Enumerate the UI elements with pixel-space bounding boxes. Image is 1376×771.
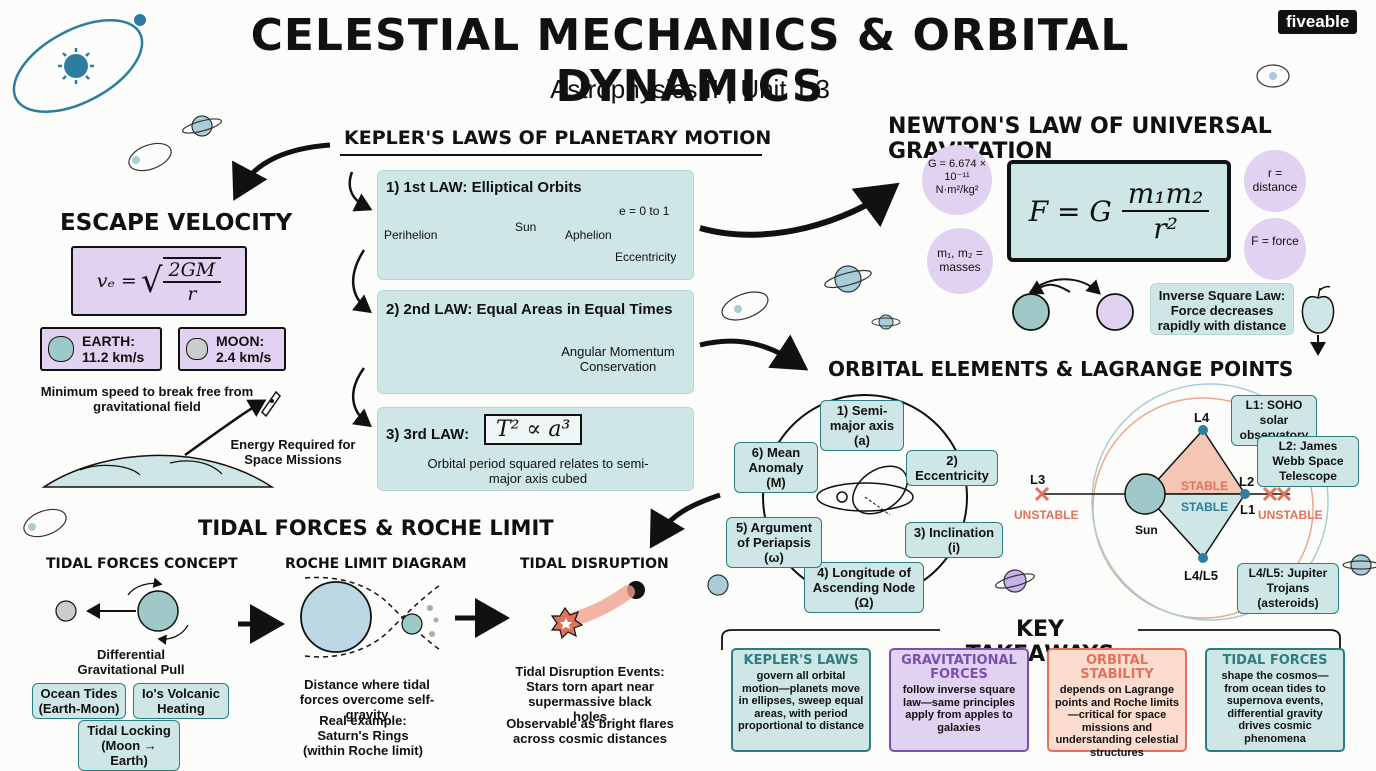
angular-momentum-note: Angular Momentum Conservation [561,344,675,374]
orbit-icon [12,14,146,113]
planet-icon [182,115,222,137]
earth-escape-card: EARTH: 11.2 km/s [40,327,162,371]
tidal-locking-chip: Tidal Locking (Moon → Earth) [78,720,180,771]
tidal-concept-title: TIDAL FORCES CONCEPT [46,556,238,572]
escape-title: ESCAPE VELOCITY [60,210,293,236]
kepler-law1-title: 1) 1st LAW: Elliptical Orbits [386,179,582,196]
orbit-small-icon [1256,64,1290,88]
masses-definition: m₁, m₂ = masses [927,228,993,294]
roche-note: Distance where tidal forces overcome sel… [299,677,435,722]
planet-icon [995,569,1035,593]
planet-icon [871,314,901,330]
escape-note: Minimum speed to break free from gravita… [40,384,254,414]
apple-icon [1301,285,1335,334]
roche-example: Real example: Saturn's Rings (within Roc… [303,713,423,758]
stable-label-upper: STABLE [1181,479,1229,493]
newton-formula-den: r² [1153,212,1178,245]
lagrange-l4: L4 [1194,410,1210,425]
takeaway-card-text: shape the cosmos—from ocean tides to sup… [1221,670,1329,745]
earth-escape-value: EARTH: 11.2 km/s [82,333,145,365]
gravitational-constant: G = 6.674 × 10⁻¹¹ N·m²/kg² [922,145,992,215]
kepler-law1-card: 1) 1st LAW: Elliptical Orbits Perihelion… [377,170,694,280]
eccentricity-label: Eccentricity [615,250,677,264]
aphelion-label: Aphelion [565,228,612,242]
io-volcanic-chip: Io's Volcanic Heating [133,683,229,719]
moon-icon [186,338,208,360]
escape-formula-den: r [187,283,197,305]
kepler-law2-title: 2) 2nd LAW: Equal Areas in Equal Times [386,301,673,318]
brand-logo: fiveable [1278,10,1358,34]
eccentricity-range: e = 0 to 1 [619,204,670,218]
lagrange-note-l45: L4/L5: Jupiter Trojans (asteroids) [1237,563,1339,614]
newton-title: NEWTON'S LAW OF UNIVERSAL GRAVITATION [888,114,1272,164]
stable-label-lower: STABLE [1181,500,1229,514]
planet-icon [1342,554,1376,576]
ocean-tides-chip: Ocean Tides (Earth-Moon) [32,683,126,719]
takeaways-cards: KEPLER'S LAWS govern all orbital motion—p… [731,648,1361,759]
unstable-label-right: UNSTABLE [1258,508,1323,522]
distance-definition: r = distance [1244,150,1306,212]
earth-icon [48,336,74,362]
orbit-small-icon [721,291,769,321]
element-eccentricity: 2) Eccentricity [906,450,998,486]
newton-formula-box: F = G m₁m₂ r² [1007,160,1231,262]
takeaway-card: TIDAL FORCES shape the cosmos—from ocean … [1205,648,1345,752]
disruption-note-2: Observable as bright flares across cosmi… [506,716,674,746]
unstable-label-left: UNSTABLE [1014,508,1079,522]
lagrange-l2-inner: L2 [1239,474,1255,489]
newton-formula-num: m₁m₂ [1121,177,1210,212]
orbital-title: ORBITAL ELEMENTS & LAGRANGE POINTS [828,357,1294,381]
kepler-law3-title: 3) 3rd LAW: [386,426,470,443]
sun-label: Sun [515,220,537,234]
takeaway-card-title: KEPLER'S LAWS [743,653,859,668]
escape-formula-lhs: vₑ = [96,270,137,292]
disruption-note-1: Tidal Disruption Events: Stars torn apar… [515,664,665,724]
takeaway-card-title: GRAVITATIONAL FORCES [901,653,1017,682]
planet-icon [707,574,729,596]
kepler-law2-card: 2) 2nd LAW: Equal Areas in Equal Times A… [377,290,694,394]
escape-formula-num: 2GM [162,259,222,283]
inverse-square-note: Inverse Square Law: Force decreases rapi… [1150,283,1294,335]
rocket-icon [261,390,281,418]
lagrange-l1: L1 [1240,502,1256,517]
takeaway-card-title: TIDAL FORCES [1222,653,1328,668]
moon-escape-card: MOON: 2.4 km/s [178,327,286,371]
lagrange-sun: Sun [1135,523,1158,537]
takeaway-card: KEPLER'S LAWS govern all orbital motion—p… [731,648,871,752]
roche-title: ROCHE LIMIT DIAGRAM [285,556,467,572]
orbit-small-icon [128,142,172,172]
lagrange-l3: L3 [1030,472,1046,487]
element-ascending-node: 4) Longitude of Ascending Node (Ω) [804,562,924,613]
kepler-law3-note: Orbital period squared relates to semi-m… [427,456,649,486]
takeaway-card-text: govern all orbital motion—planets move i… [738,670,864,732]
disruption-title: TIDAL DISRUPTION [520,556,669,572]
perihelion-label: Perihelion [384,228,438,242]
lagrange-l45: L4/L5 [1184,568,1218,583]
kepler-law3-formula: T² ∝ a³ [484,414,583,445]
tidal-title: TIDAL FORCES & ROCHE LIMIT [198,516,554,540]
kepler-title: KEPLER'S LAWS OF PLANETARY MOTION [344,127,772,149]
element-argument-periapsis: 5) Argument of Periapsis (ω) [726,517,822,568]
planet-icon [824,265,872,293]
takeaway-card-text: follow inverse square law—same principle… [902,684,1016,734]
takeaway-card-text: depends on Lagrange points and Roche lim… [1054,684,1180,759]
element-semi-major-axis: 1) Semi-major axis (a) [820,400,904,451]
page-subtitle: Astrophysics II | Unit 1.3 [550,74,830,104]
moon-escape-value: MOON: 2.4 km/s [216,333,272,365]
energy-note: Energy Required for Space Missions [230,437,356,467]
kepler-law3-card: 3) 3rd LAW: T² ∝ a³ Orbital period squar… [377,407,694,491]
orbit-small-icon [23,508,67,538]
lagrange-note-l2: L2: James Webb Space Telescope [1257,436,1359,487]
element-mean-anomaly: 6) Mean Anomaly (M) [734,442,818,493]
force-definition: F = force [1244,218,1306,280]
takeaway-card-title: ORBITAL STABILITY [1080,653,1154,682]
escape-formula-box: vₑ = √ 2GM r [71,246,247,316]
page-title: CELESTIAL MECHANICS & ORBITAL DYNAMICS [250,10,1130,112]
differential-pull-note: Differential Gravitational Pull [77,647,185,677]
element-inclination: 3) Inclination (i) [905,522,1003,558]
newton-formula-lhs: F = G [1028,194,1112,228]
